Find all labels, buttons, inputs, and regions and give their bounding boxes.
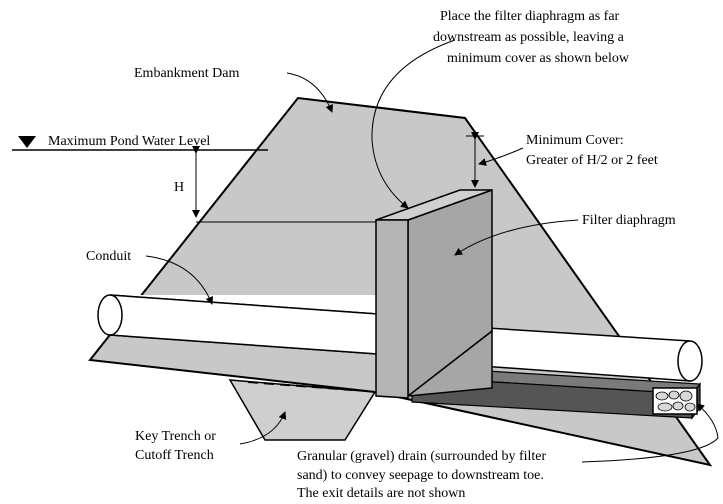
- drain-label-line1: Granular (gravel) drain (surrounded by f…: [297, 449, 547, 464]
- place-diaphragm-label-line3: minimum cover as shown below: [447, 51, 630, 66]
- leader-filter-diaphragm: [454, 219, 579, 256]
- min-cover-label-line2: Greater of H/2 or 2 feet: [526, 153, 658, 168]
- embankment-dam-label: Embankment Dam: [134, 66, 239, 81]
- key-trench-label-line1: Key Trench or: [135, 429, 216, 444]
- key-trench: [228, 379, 377, 441]
- key-trench-dashed-line: [247, 381, 353, 391]
- max-pond-level-label: Maximum Pond Water Level: [48, 134, 210, 149]
- conduit-upstream: [97, 294, 379, 355]
- leader-drain: [581, 403, 719, 463]
- min-cover-dimension: [466, 132, 484, 191]
- water-level-triangle-icon: [18, 136, 36, 148]
- gravel-fill: [655, 390, 696, 412]
- leader-conduit: [145, 255, 214, 305]
- place-diaphragm-label-line2: downstream as possible, leaving a: [433, 30, 625, 45]
- leader-key-trench: [239, 411, 287, 445]
- leader-place-diaphragm: [371, 39, 456, 209]
- drain-label-line2: sand) to convey seepage to downstream to…: [297, 468, 544, 483]
- leader-embankment: [286, 72, 334, 113]
- filter-diaphragm-label: Filter diaphragm: [582, 213, 676, 228]
- h-dimension: [192, 146, 376, 223]
- conduit-label: Conduit: [86, 249, 131, 264]
- drain-label-line3: The exit details are not shown: [297, 486, 465, 501]
- h-label: H: [174, 180, 184, 195]
- min-cover-label-line1: Minimum Cover:: [526, 133, 624, 148]
- max-pond-level: [12, 136, 268, 151]
- filter-diaphragm: [375, 188, 493, 399]
- place-diaphragm-label-line1: Place the filter diaphragm as far: [440, 9, 620, 24]
- key-trench-label-line2: Cutoff Trench: [135, 448, 214, 463]
- leader-min-cover: [478, 147, 524, 166]
